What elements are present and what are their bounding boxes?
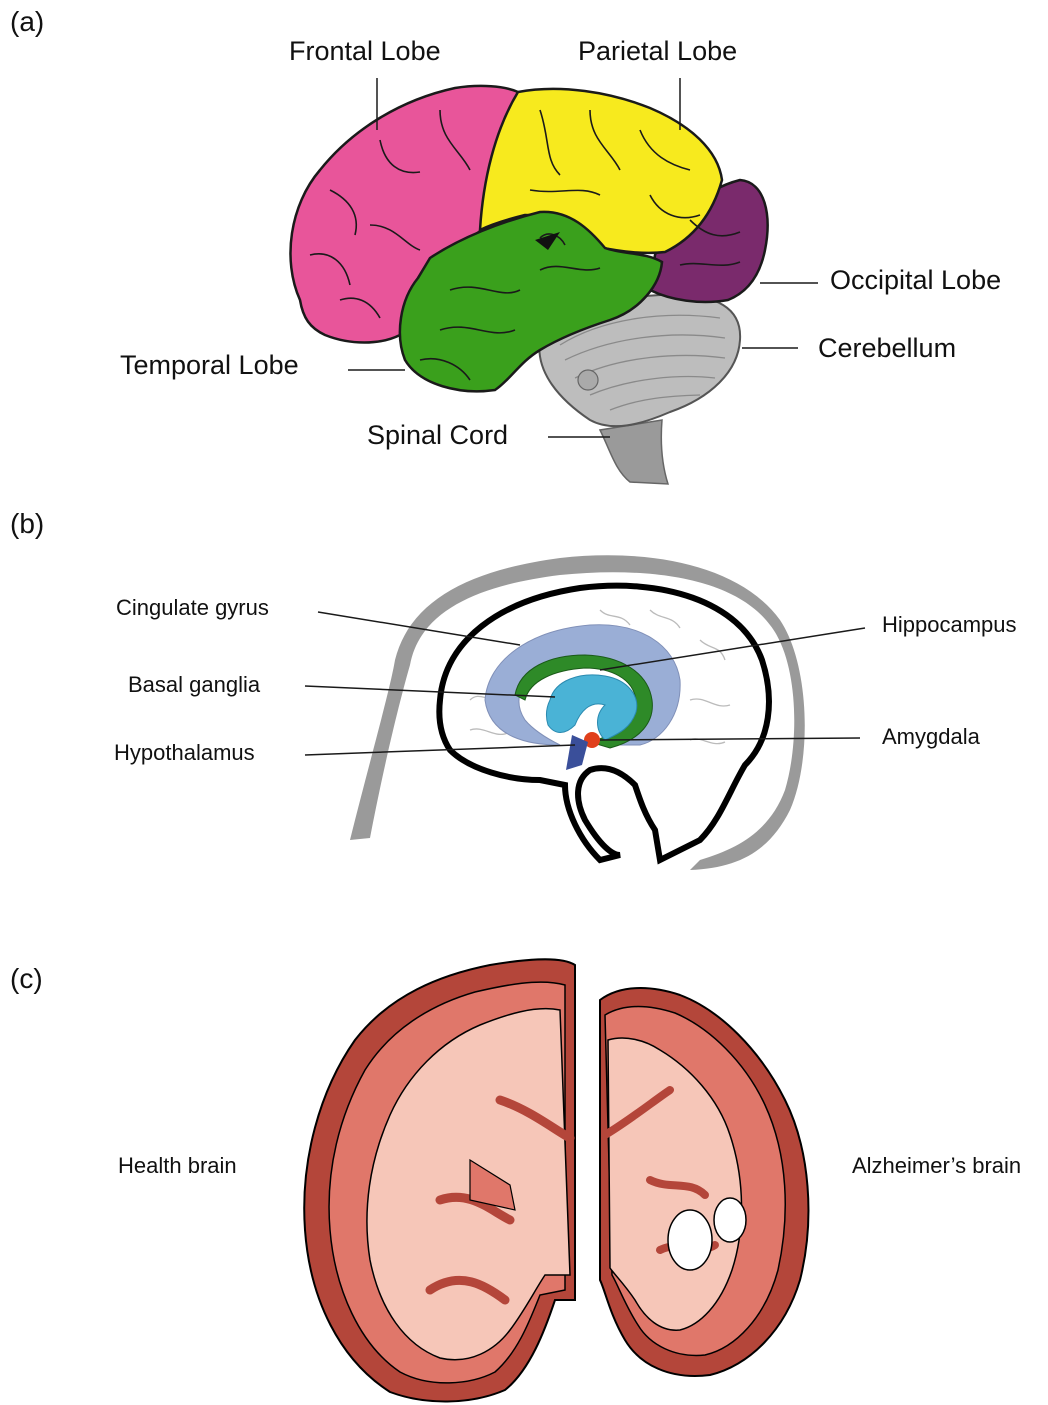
spinal-cord-shape (600, 420, 668, 484)
healthy-brain-section (304, 959, 575, 1401)
sagittal-brain-diagram (305, 555, 865, 870)
label-occipital-lobe: Occipital Lobe (830, 265, 1001, 296)
label-cerebellum: Cerebellum (818, 333, 956, 364)
alzheimers-brain-section (600, 988, 808, 1376)
label-parietal-lobe: Parietal Lobe (578, 36, 737, 67)
midline-gap (577, 960, 599, 1380)
label-cingulate-gyrus: Cingulate gyrus (116, 595, 269, 621)
label-spinal-cord: Spinal Cord (367, 420, 508, 451)
coronal-sections (304, 959, 808, 1401)
label-alzheimers-brain: Alzheimer’s brain (852, 1153, 1021, 1179)
label-hippocampus: Hippocampus (882, 612, 1017, 638)
label-hypothalamus: Hypothalamus (114, 740, 255, 766)
label-temporal-lobe: Temporal Lobe (120, 350, 299, 381)
panel-b-tag: (b) (10, 508, 44, 540)
label-healthy-brain: Health brain (118, 1153, 237, 1179)
label-amygdala: Amygdala (882, 724, 980, 750)
label-frontal-lobe: Frontal Lobe (289, 36, 441, 67)
label-basal-ganglia: Basal ganglia (128, 672, 260, 698)
panel-c-tag: (c) (10, 963, 43, 995)
